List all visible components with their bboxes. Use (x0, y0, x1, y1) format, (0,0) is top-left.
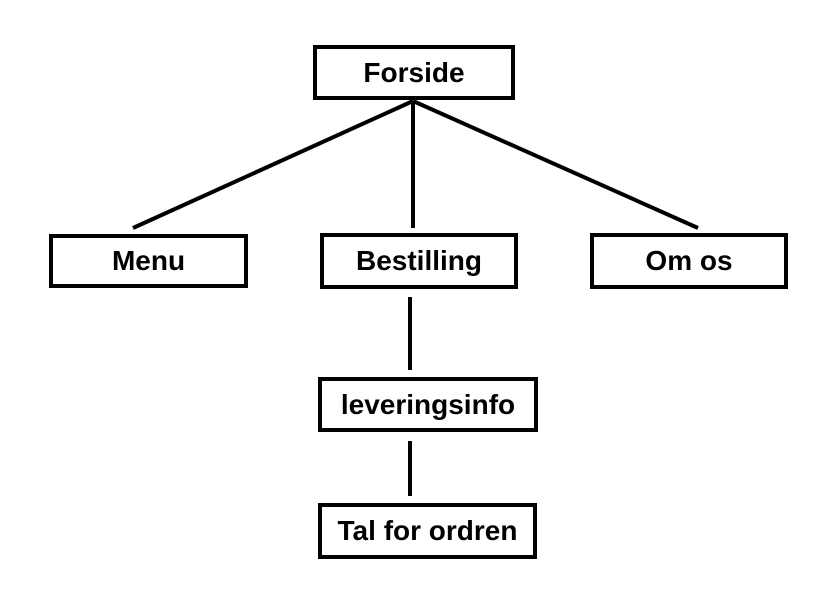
node-tal-for-ordren-label: Tal for ordren (337, 515, 518, 546)
node-om-os-label: Om os (645, 245, 733, 276)
node-forside-label: Forside (363, 56, 465, 88)
edge-forside-om-os (412, 99, 699, 230)
node-om-os: Om os (590, 233, 788, 289)
node-menu-label: Menu (111, 245, 186, 276)
node-bestilling-label: Bestilling (355, 245, 482, 276)
edge-forside-menu (132, 99, 414, 230)
node-menu: Menu (49, 234, 248, 288)
node-leveringsinfo-label: leveringsinfo (340, 388, 516, 420)
node-bestilling: Bestilling (320, 233, 518, 289)
node-leveringsinfo: leveringsinfo (318, 377, 538, 432)
node-tal-for-ordren: Tal for ordren (318, 503, 537, 559)
node-forside: Forside (313, 45, 515, 100)
